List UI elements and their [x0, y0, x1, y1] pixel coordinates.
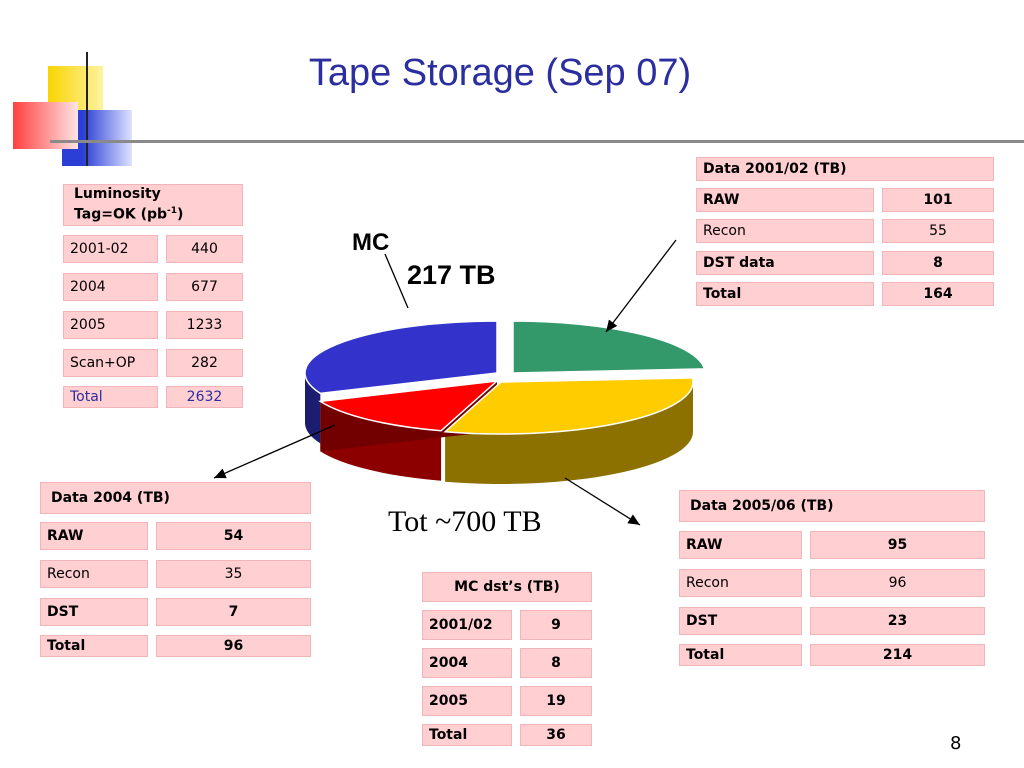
mc-dst-row-value: 9 — [520, 610, 592, 640]
pie-tops — [304, 320, 706, 435]
data-2004-row-label: RAW — [40, 522, 148, 550]
pie-slice-yellow — [443, 377, 694, 435]
page-number: 8 — [950, 733, 962, 754]
data-2001-row-value: 55 — [882, 219, 994, 243]
pie-slice-green — [512, 320, 706, 374]
grand-total: Tot ~700 TB — [388, 505, 542, 538]
data-2005-row-label: DST — [679, 607, 802, 635]
luminosity-unit-sup: -1 — [167, 206, 178, 217]
data-2004-total-label: Total — [40, 635, 148, 657]
data-2004-row-label: Recon — [40, 560, 148, 588]
data-2005-row-value: 23 — [810, 607, 985, 635]
luminosity-unit-suffix: ) — [177, 206, 184, 223]
pie-slice-blue-side — [305, 373, 321, 444]
luminosity-row-label: 2001-02 — [63, 235, 158, 263]
pie-slice-yellow-side — [445, 382, 693, 484]
luminosity-row-value: 677 — [166, 273, 243, 301]
mc-label: MC — [352, 229, 390, 256]
luminosity-header-line2: Tag=OK (pb-1) — [74, 203, 183, 224]
data-2005-row-label: RAW — [679, 531, 802, 559]
data-2001-row-label: DST data — [696, 251, 874, 275]
luminosity-row-label: Scan+OP — [63, 349, 158, 377]
data-2004-total-value: 96 — [156, 635, 311, 657]
decor-vertical-line — [86, 52, 88, 166]
data-2001-total-value: 164 — [882, 282, 994, 306]
luminosity-row-value: 282 — [166, 349, 243, 377]
arrow-to-data-2005 — [564, 477, 641, 526]
mc-dst-total-label: Total — [422, 724, 512, 746]
luminosity-row-label: 2005 — [63, 311, 158, 339]
mc-total: 217 TB — [407, 260, 496, 290]
mc-dst-header: MC dst’s (TB) — [422, 572, 592, 602]
luminosity-total-value: 2632 — [166, 386, 243, 408]
data-2001-row-label: Recon — [696, 219, 874, 243]
mc-dst-row-value: 8 — [520, 648, 592, 678]
data-2005-row-value: 95 — [810, 531, 985, 559]
mc-dst-row-label: 2005 — [422, 686, 512, 716]
title-rule — [50, 140, 1024, 143]
data-2005-row-value: 96 — [810, 569, 985, 597]
arrow-to-data-2004 — [213, 424, 336, 479]
data-2001-header: Data 2001/02 (TB) — [696, 157, 994, 181]
arrow-mc-pointer — [384, 253, 409, 309]
data-2004-row-label: DST — [40, 598, 148, 626]
luminosity-row-value: 440 — [166, 235, 243, 263]
luminosity-total-label: Total — [63, 386, 158, 408]
slide-title: Tape Storage (Sep 07) — [308, 52, 692, 94]
data-2005-row-label: Recon — [679, 569, 802, 597]
luminosity-header-line1: Luminosity — [74, 186, 161, 203]
mc-dst-row-label: 2004 — [422, 648, 512, 678]
luminosity-header: Luminosity Tag=OK (pb-1) — [63, 184, 243, 226]
luminosity-row-label: 2004 — [63, 273, 158, 301]
luminosity-row-value: 1233 — [166, 311, 243, 339]
data-2001-row-value: 8 — [882, 251, 994, 275]
data-2004-row-value: 35 — [156, 560, 311, 588]
data-2005-header: Data 2005/06 (TB) — [679, 490, 985, 522]
luminosity-unit-prefix: Tag=OK (pb — [74, 206, 168, 223]
pie-slice-red — [318, 379, 500, 432]
mc-dst-row-label: 2001/02 — [422, 610, 512, 640]
data-2001-row-value: 101 — [882, 188, 994, 212]
data-2004-row-value: 7 — [156, 598, 311, 626]
data-2001-row-label: RAW — [696, 188, 874, 212]
data-2005-total-value: 214 — [810, 644, 985, 666]
mc-dst-row-value: 19 — [520, 686, 592, 716]
data-2001-total-label: Total — [696, 282, 874, 306]
data-2004-header: Data 2004 (TB) — [40, 482, 311, 514]
data-2004-row-value: 54 — [156, 522, 311, 550]
arrow-to-data-2001 — [605, 239, 677, 333]
pie-slice-blue — [304, 320, 498, 395]
callout-arrows — [213, 239, 677, 526]
mc-dst-total-value: 36 — [520, 724, 592, 746]
data-2005-total-label: Total — [679, 644, 802, 666]
